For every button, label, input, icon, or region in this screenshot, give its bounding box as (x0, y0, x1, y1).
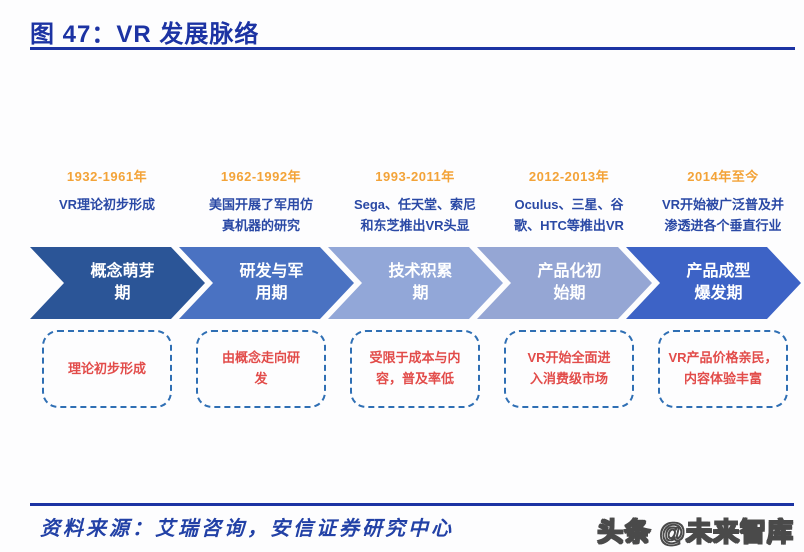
stage-event: VR理论初步形成 (58, 197, 156, 212)
stage-period: 1993-2011年 (375, 169, 455, 184)
stage-header-1: 1932-1961年 VR理论初步形成 (30, 166, 184, 237)
note-text: 受限于成本与内 容，普及率低 (369, 350, 461, 386)
stage-header-3: 1993-2011年 Sega、任天堂、索尼 和东芝推出VR头显 (338, 166, 492, 237)
stage-phase-label: 产品化初始期 (537, 263, 602, 302)
stage-notes-row: 理论初步形成 由概念走向研 发 受限于成本与内 容，普及率低 VR开始全面进 入… (30, 330, 800, 408)
stage-event: VR开始被广泛普及并 渗透进各个垂直行业 (661, 197, 785, 234)
stage-phase-label: 产品成型爆发期 (686, 263, 751, 302)
note-cell-2: 由概念走向研 发 (184, 330, 338, 408)
stage-phase-label: 概念萌芽期 (90, 263, 155, 302)
note-text: VR产品价格亲民， 内容体验丰富 (668, 350, 778, 386)
stage-event: 美国开展了军用仿 真机器的研究 (208, 197, 313, 234)
stage-event: Sega、任天堂、索尼 和东芝推出VR头显 (353, 197, 477, 234)
stage-event: Oculus、三星、谷 歌、HTC等推出VR (514, 197, 624, 234)
title-underline (30, 47, 795, 50)
timeline-arrow-stage-4: 产品化初始期 (477, 247, 652, 319)
note-text: VR开始全面进 入消费级市场 (527, 350, 611, 386)
timeline-arrow-stage-3: 技术积累期 (328, 247, 503, 319)
note-box: 由概念走向研 发 (196, 330, 326, 408)
stage-period: 1932-1961年 (66, 169, 148, 184)
stage-period: 2012-2013年 (528, 169, 610, 184)
watermark-label: 头条 @未来智库 (597, 516, 794, 548)
stage-header-4: 2012-2013年 Oculus、三星、谷 歌、HTC等推出VR (492, 166, 646, 237)
note-box: 受限于成本与内 容，普及率低 (350, 330, 480, 408)
note-cell-4: VR开始全面进 入消费级市场 (492, 330, 646, 408)
note-text: 由概念走向研 发 (221, 350, 300, 386)
note-box: 理论初步形成 (42, 330, 172, 408)
note-cell-3: 受限于成本与内 容，普及率低 (338, 330, 492, 408)
stage-period: 1962-1992年 (220, 169, 302, 184)
figure-title: 图 47：VR 发展脉络 (30, 21, 260, 48)
timeline-arrow-stage-1: 概念萌芽期 (30, 247, 205, 319)
note-box: VR开始全面进 入消费级市场 (504, 330, 634, 408)
timeline-arrows-row: 概念萌芽期 研发与军用期 技术积累期 产品化初始期 产品成型爆发期 (30, 247, 775, 319)
note-cell-1: 理论初步形成 (30, 330, 184, 408)
stage-header-5: 2014年至今 VR开始被广泛普及并 渗透进各个垂直行业 (646, 166, 800, 237)
note-text: 理论初步形成 (67, 360, 146, 376)
note-box: VR产品价格亲民， 内容体验丰富 (658, 330, 788, 408)
timeline-arrow-stage-5: 产品成型爆发期 (626, 247, 801, 319)
stage-period: 2014年至今 (687, 169, 759, 184)
stage-header-2: 1962-1992年 美国开展了军用仿 真机器的研究 (184, 166, 338, 237)
timeline-arrow-stage-2: 研发与军用期 (179, 247, 354, 319)
note-cell-5: VR产品价格亲民， 内容体验丰富 (646, 330, 800, 408)
source-label: 资料来源：艾瑞咨询，安信证券研究中心 (40, 518, 454, 540)
stage-phase-label: 研发与军用期 (239, 263, 304, 302)
footer-divider (30, 503, 794, 506)
stage-phase-label: 技术积累期 (388, 263, 453, 302)
stage-headers-row: 1932-1961年 VR理论初步形成 1962-1992年 美国开展了军用仿 … (30, 166, 800, 237)
